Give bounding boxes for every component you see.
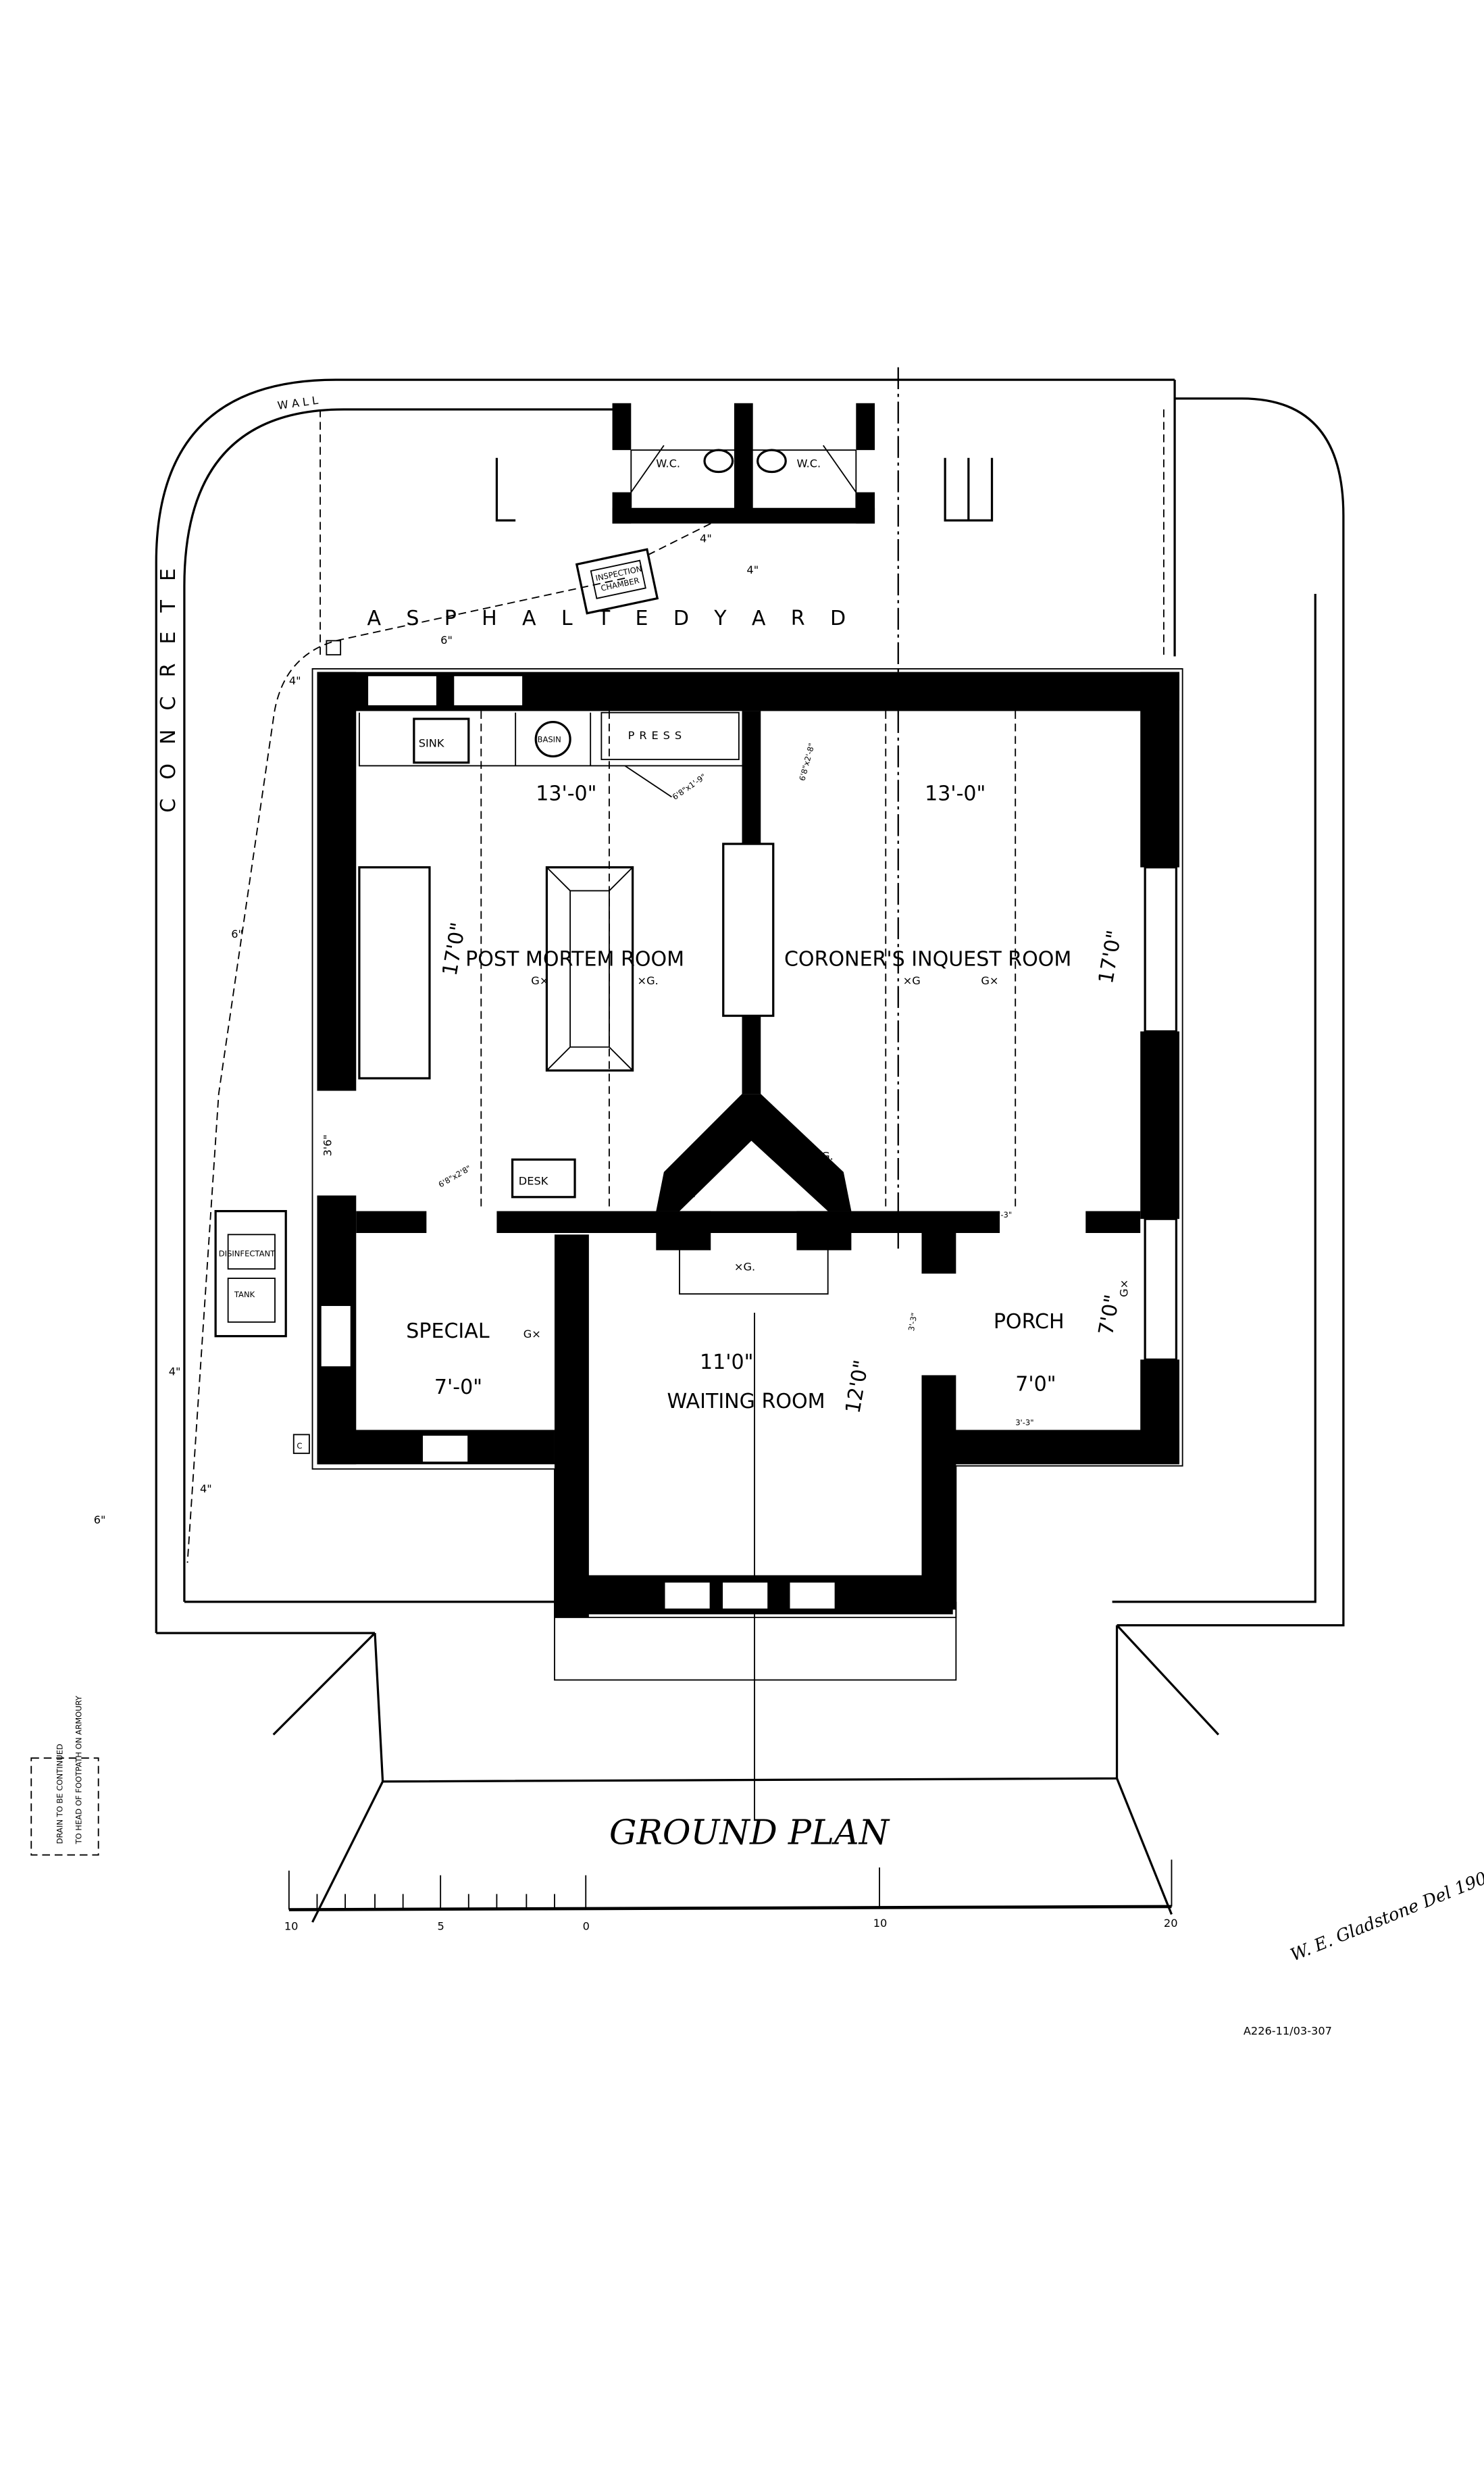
concrete-boundary-wall [155, 378, 1345, 1634]
gas-mark: G× [523, 1328, 541, 1340]
coroners-inquest-room-name: CORONER'S INQUEST ROOM [784, 947, 1071, 971]
yard-label: A S P H A L T E D Y A R D [367, 607, 855, 630]
scale-tick-label: 5 [438, 1920, 444, 1933]
door-size-porch-front: 3'-3" [1015, 1418, 1033, 1428]
disinfectant-tank: DISINFECTANT TANK [214, 1209, 287, 1338]
tank-label: TANK [234, 1290, 255, 1299]
sink-label: SINK [419, 737, 444, 750]
drawing-title: GROUND PLAN [609, 1812, 890, 1852]
wc-right-label: W.C. [796, 457, 821, 470]
pipe-size: 4" [700, 532, 712, 545]
door-size-coroner: 6'8"x2'-8" [797, 742, 816, 782]
coroners-width: 13'-0" [925, 782, 986, 805]
gully-mark: C [297, 1441, 302, 1451]
post-mortem-room-name: POST MORTEM ROOM [465, 947, 684, 971]
drain-note: DRAIN TO BE CONTINUED TO HEAD OF FOOTPAT… [30, 1695, 99, 1856]
scale-bar: 10 5 0 10 20 [284, 1859, 1178, 1933]
door-size-special: 6'8"x2'8" [437, 1163, 473, 1190]
porch-depth: 7'0" [1094, 1293, 1125, 1337]
scale-tick-label: 10 [873, 1917, 888, 1930]
gas-mark: ×G. [638, 974, 659, 987]
basin-label: BASIN [538, 735, 561, 745]
door-size-waiting: 3'-3" [906, 1312, 919, 1332]
special-width: 7'-0" [434, 1376, 482, 1399]
front-approach [272, 1601, 1220, 1923]
scale-tick-label: 0 [583, 1920, 590, 1933]
scale-tick-label: 10 [284, 1920, 299, 1933]
disinfectant-label: DISINFECTANT [219, 1249, 276, 1259]
pipe-size: 4" [200, 1482, 212, 1495]
pipe-size: 6" [231, 928, 243, 940]
porch-name: PORCH [994, 1310, 1065, 1334]
coroners-depth: 17'0" [1094, 928, 1127, 985]
scale-tick-label: 20 [1164, 1917, 1178, 1930]
building-walls [311, 668, 1183, 1618]
gas-mark: G× [981, 974, 998, 987]
dissecting-slab [545, 866, 634, 1072]
drain-note-line-2: TO HEAD OF FOOTPATH ON ARMOURY [74, 1695, 83, 1844]
gas-mark: ×G [903, 974, 921, 987]
wc-block: W.C. W.C. [495, 403, 994, 524]
gas-mark: G× [531, 974, 548, 987]
gas-mark: ×G. [734, 1261, 755, 1274]
side-passage-width: 3'6" [321, 1134, 334, 1156]
pipe-size: 4" [746, 563, 759, 576]
desk-label: DESK [519, 1174, 548, 1187]
press-label: PRESS [628, 729, 686, 742]
concrete-label: C O N C R E T E [157, 562, 180, 813]
gas-mark: G× [1118, 1280, 1131, 1297]
wc-left-label: W.C. [656, 457, 680, 470]
drawing-reference: A226-11/03-307 [1244, 2025, 1332, 2038]
post-mortem-width: 13'-0" [536, 782, 596, 805]
waiting-depth: 12'0" [841, 1358, 873, 1415]
pipe-size: 6" [94, 1513, 106, 1526]
waiting-room-name: WAITING ROOM [667, 1390, 825, 1413]
post-mortem-table [358, 866, 431, 1080]
waiting-width: 11'0" [700, 1351, 753, 1374]
special-room-name: SPECIAL [406, 1319, 490, 1343]
pipe-size: 4" [169, 1365, 181, 1378]
pipe-size: 6" [440, 634, 453, 647]
gas-mark: ×G. [675, 1187, 696, 1200]
drain-note-line-1: DRAIN TO BE CONTINUED [55, 1744, 65, 1844]
porch-width: 7'0" [1015, 1373, 1056, 1396]
door-size-porch: 3'-3" [994, 1210, 1012, 1219]
drainage: INSPECTION CHAMBER A S P H A L T E D Y A… [94, 394, 855, 1563]
wall-label: W A L L [277, 394, 319, 412]
draughtsman-signature: W. E. Gladstone Del 1903 [1287, 1863, 1484, 1965]
pipe-size: 4" [289, 674, 301, 687]
door-size-press: 6'8"x1'-9" [671, 772, 708, 801]
gas-mark: ×G. [813, 1149, 834, 1162]
